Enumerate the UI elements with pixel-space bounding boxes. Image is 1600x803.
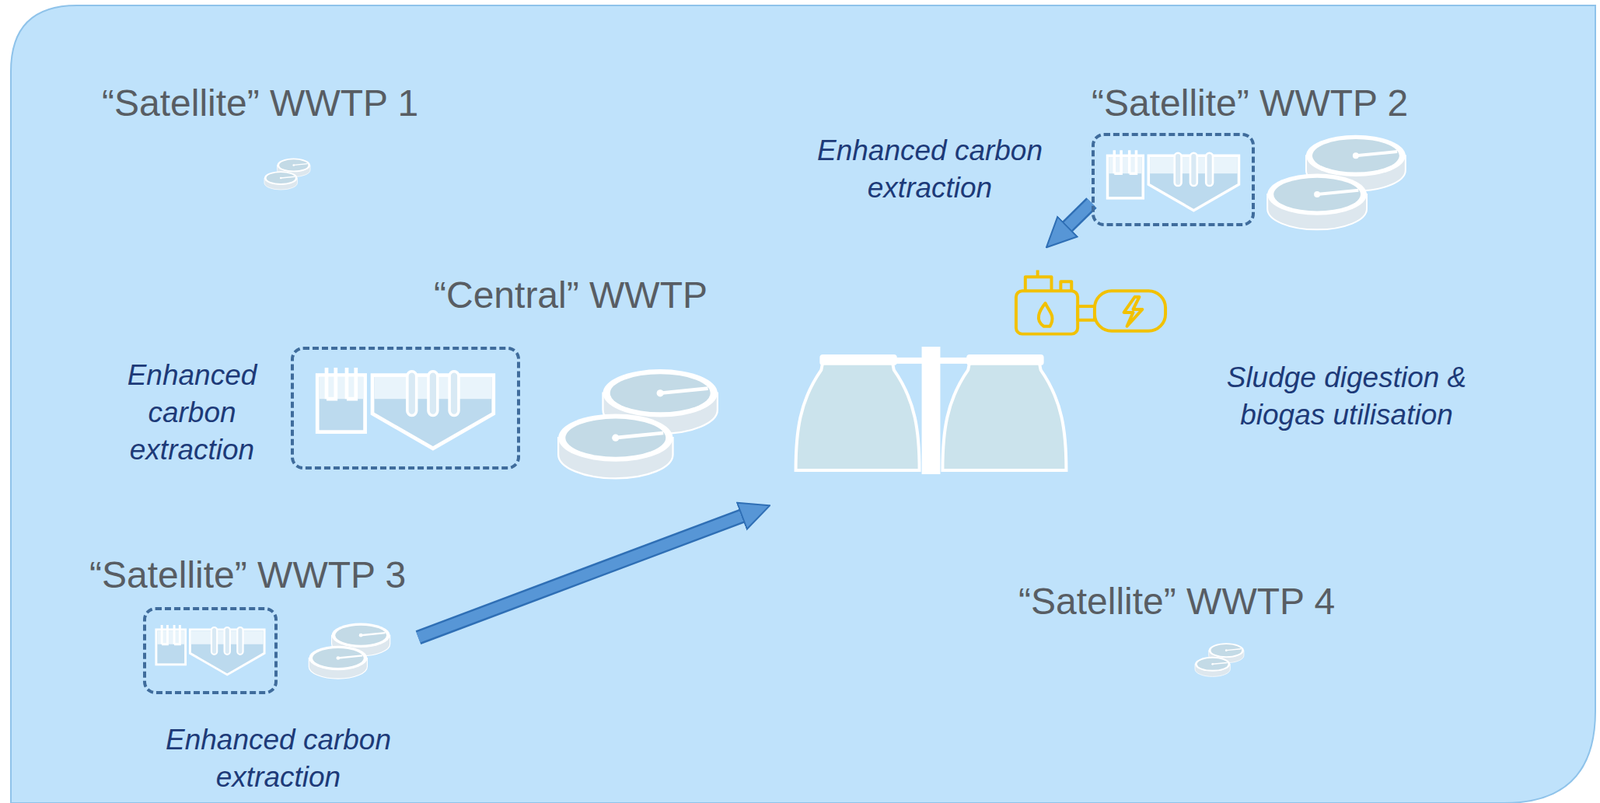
text-holder: Sludge digestion & biogas utilisation: [1214, 359, 1479, 434]
text-holder: Enhanced carbon extraction: [122, 356, 263, 469]
plant-name: “Satellite” WWTP 1: [101, 81, 419, 126]
clarifier-pair: [1267, 135, 1406, 231]
process-box: Enhanced carbon extraction: [1091, 132, 1255, 227]
clarifier-pair: [1194, 642, 1244, 677]
clarifier-pair: [264, 158, 311, 190]
plant-name: “Satellite” WWTP 4: [1018, 579, 1335, 624]
plant-name: “Satellite” WWTP 3: [89, 553, 406, 598]
plant-name: “Central” WWTP: [433, 273, 708, 318]
process-label: Enhanced carbon extraction: [157, 721, 399, 797]
plant-region: Enhanced carbon extraction “Central” WWTP: [290, 275, 758, 485]
text-holder: Enhanced carbon extraction: [157, 721, 399, 797]
flow-arrow: [418, 513, 751, 638]
text-holder: “Satellite” WWTP 1: [101, 81, 419, 126]
arrow-outline: [1061, 202, 1092, 233]
region-panel: [10, 5, 1596, 803]
process-label: Sludge digestion & biogas utilisation: [1214, 359, 1479, 434]
clarifier-pair: [558, 369, 718, 479]
flow-arrow: [1061, 202, 1092, 233]
text-holder: “Satellite” WWTP 3: [89, 553, 406, 598]
process-box: Enhanced carbon extraction: [143, 607, 278, 695]
arrow-shaft: [418, 513, 751, 638]
text-holder: Enhanced carbon extraction: [809, 132, 1051, 207]
plant-region: “Satellite” WWTP 1: [101, 81, 429, 199]
process-box: Enhanced carbon extraction: [290, 346, 521, 470]
carbon-extraction-icon: [317, 367, 494, 449]
clarifier-pair: [308, 623, 390, 680]
carbon-extraction-icon: [1107, 150, 1240, 210]
plant-region: Enhanced carbon extraction “Satellite” WW…: [1091, 81, 1444, 238]
plant-name: “Satellite” WWTP 2: [1091, 81, 1408, 126]
text-holder: “Satellite” WWTP 4: [1018, 579, 1335, 624]
digester-tanks: [796, 346, 1067, 475]
plant-region: Enhanced carbon extraction “Satellite” WW…: [89, 555, 419, 704]
chp-engine-icon: [1016, 269, 1166, 334]
digestion-region: Sludge digestion & biogas utilisation: [770, 248, 1555, 506]
text-holder: “Central” WWTP: [433, 273, 708, 318]
plant-region: “Satellite” WWTP 4: [1018, 581, 1377, 629]
process-label: Enhanced carbon extraction: [809, 132, 1051, 207]
text-holder: “Satellite” WWTP 2: [1091, 81, 1408, 126]
arrow-outline: [418, 513, 751, 638]
process-label: Enhanced carbon extraction: [122, 356, 263, 469]
carbon-extraction-icon: [156, 625, 265, 675]
arrow-shaft: [1061, 202, 1092, 233]
